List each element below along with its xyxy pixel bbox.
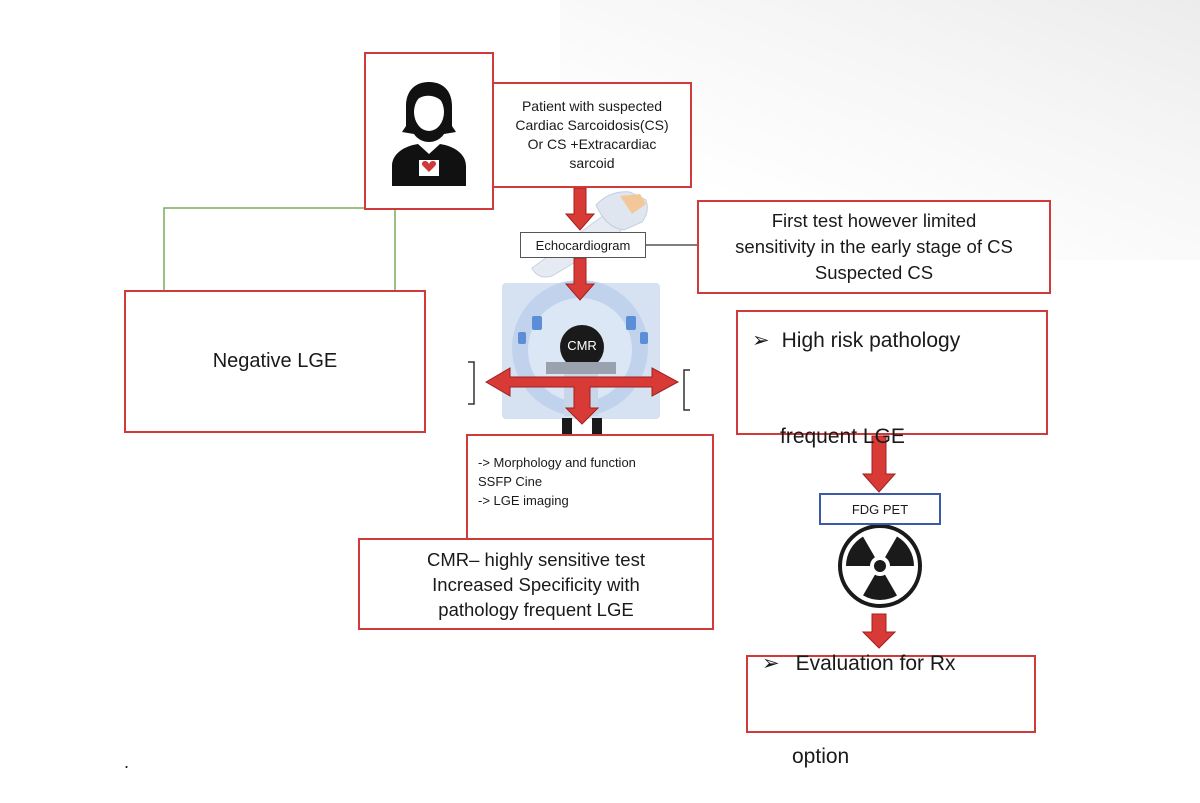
evaluation-bullet-icon: ➢ <box>762 651 780 675</box>
protocol-text: -> Morphology and function SSFP Cine -> … <box>478 454 636 508</box>
evaluation-box: ➢ Evaluation for Rx option <box>746 651 1036 768</box>
high-risk-bullet-icon: ➢ <box>752 328 770 352</box>
echocardiogram-box: Echocardiogram <box>520 232 646 258</box>
patient-description-box: Patient with suspected Cardiac Sarcoidos… <box>492 82 692 188</box>
fdg-pet-label: FDG PET <box>851 501 909 517</box>
evaluation-line1: Evaluation for Rx <box>795 651 956 675</box>
arrow-echo-to-cmr <box>564 257 596 301</box>
arrow-cmr-cross <box>485 367 680 425</box>
high-risk-box: ➢ High risk pathology frequent LGE <box>736 310 1048 448</box>
negative-lge-text: Negative LGE <box>212 350 338 372</box>
right-bracket <box>683 369 690 411</box>
negative-lge-box: Negative LGE <box>124 290 426 433</box>
high-risk-line2: frequent LGE <box>780 424 905 448</box>
protocol-box: -> Morphology and function SSFP Cine -> … <box>466 434 714 540</box>
cmr-summary-box: CMR– highly sensitive test Increased Spe… <box>358 538 714 630</box>
high-risk-line1: High risk pathology <box>781 328 961 352</box>
cmr-label: CMR <box>567 338 597 353</box>
footnote: . <box>124 752 130 772</box>
radiation-icon <box>838 524 922 608</box>
echocardiogram-label: Echocardiogram <box>535 237 631 253</box>
patient-description-text: Patient with suspected Cardiac Sarcoidos… <box>515 98 669 171</box>
echo-note-box: First test however limited sensitivity i… <box>697 200 1051 294</box>
arrow-patient-to-echo <box>564 187 596 231</box>
echo-note-text: First test however limited sensitivity i… <box>735 210 1013 283</box>
patient-icon-box <box>364 52 494 210</box>
fdg-pet-box: FDG PET <box>819 493 941 525</box>
arrow-highrisk-to-fdg <box>861 435 897 493</box>
negative-connector <box>163 207 396 300</box>
left-bracket <box>468 361 475 405</box>
evaluation-line2: option <box>792 744 850 768</box>
cmr-summary-text: CMR– highly sensitive test Increased Spe… <box>427 548 645 620</box>
arrow-radiation-to-eval <box>861 613 897 649</box>
patient-icon <box>392 82 466 186</box>
